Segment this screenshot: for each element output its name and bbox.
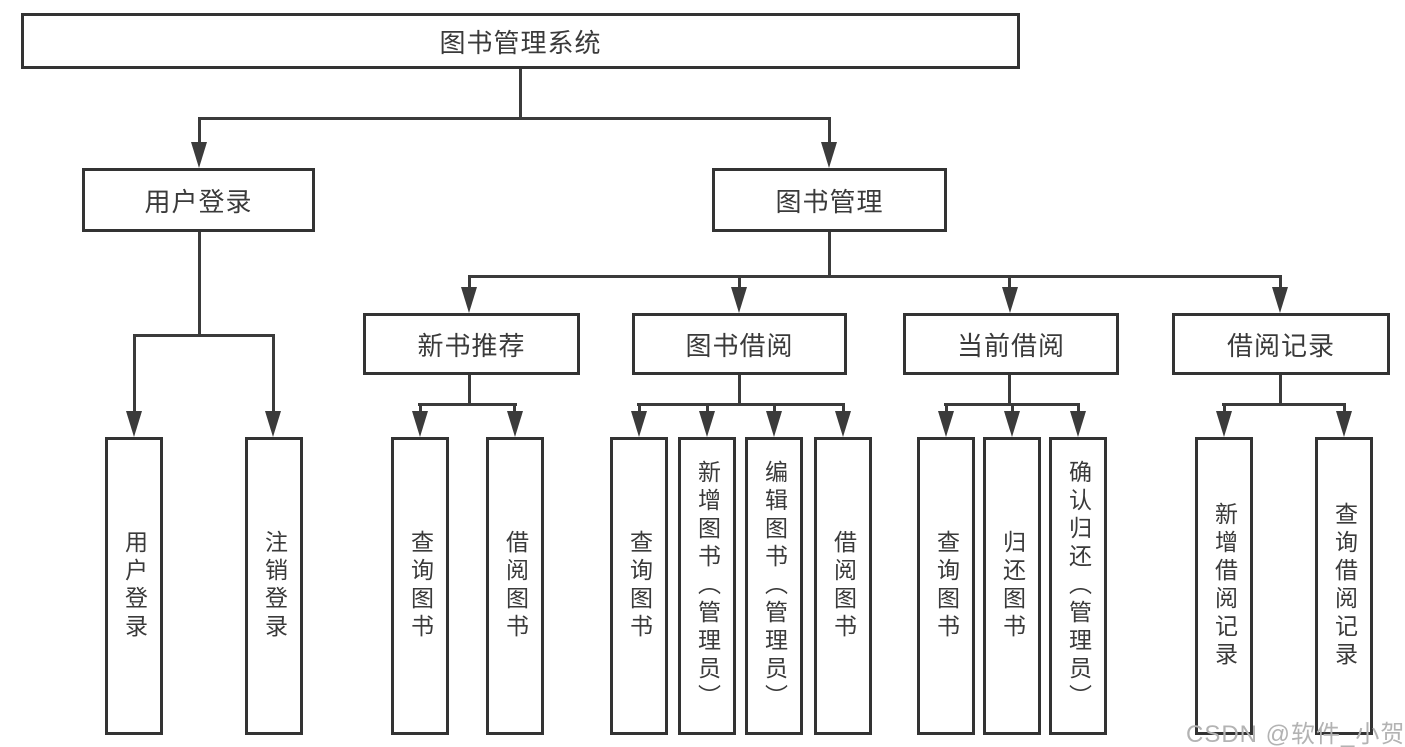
arrow-down-icon [191,142,207,168]
csdn-watermark: CSDN @软件_小贺同学 [1186,721,1405,747]
arrow-down-icon [507,411,523,437]
node-book-borrow: 图书借阅 [632,313,847,375]
leaf-add-book-admin: 新增图书（管理员） [678,437,736,735]
leaf-confirm-return-admin: 确认归还（管理员） [1049,437,1107,735]
connector-drop-leaf [1077,403,1080,417]
connector-level3-branch [468,275,1282,278]
connector-drop-level3 [738,275,741,291]
node-root: 图书管理系统 [21,13,1020,69]
connector-drop-leaf [272,334,275,414]
connector-drop-leaf [706,403,709,417]
connector-new-book-stem [468,375,471,406]
connector-drop-level3 [1279,275,1282,291]
leaf-query-book-2: 查询图书 [610,437,668,735]
node-book-mgmt: 图书管理 [712,168,947,232]
connector-drop-leaf [1011,403,1014,417]
connector-user-login-stem [198,232,201,337]
arrow-down-icon [265,411,281,437]
node-borrow-record: 借阅记录 [1172,313,1390,375]
arrow-down-icon [1070,411,1086,437]
connector-current-borrow-stem [1008,375,1011,406]
connector-root-stem [519,66,522,120]
connector-borrow-record-branch [1222,403,1346,406]
node-current-borrow: 当前借阅 [903,313,1119,375]
connector-drop-leaf [513,403,516,417]
connector-user-login-branch [133,334,275,337]
connector-drop-level3 [1008,275,1011,291]
node-user-login: 用户登录 [82,168,315,232]
arrow-down-icon [821,142,837,168]
arrow-down-icon [835,411,851,437]
arrow-down-icon [1002,287,1018,313]
connector-drop-level3 [468,275,471,291]
connector-drop-leaf [419,403,422,417]
arrow-down-icon [1336,411,1352,437]
connector-new-book-branch [418,403,517,406]
connector-drop-leaf [842,403,845,417]
node-new-book: 新书推荐 [363,313,580,375]
connector-book-mgmt-stem [828,232,831,278]
connector-book-borrow-branch [637,403,845,406]
leaf-add-borrow-record: 新增借阅记录 [1195,437,1253,735]
arrow-down-icon [1004,411,1020,437]
connector-drop-leaf [1343,403,1346,417]
connector-drop-leaf [945,403,948,417]
connector-level2-branch [198,117,831,120]
leaf-user-login: 用户登录 [105,437,163,735]
leaf-logout: 注销登录 [245,437,303,735]
arrow-down-icon [1216,411,1232,437]
arrow-down-icon [461,287,477,313]
connector-drop-leaf [638,403,641,417]
connector-drop-book-mgmt [828,117,831,147]
arrow-down-icon [631,411,647,437]
leaf-edit-book-admin: 编辑图书（管理员） [745,437,803,735]
leaf-borrow-book-1: 借阅图书 [486,437,544,735]
arrow-down-icon [412,411,428,437]
arrow-down-icon [126,411,142,437]
arrow-down-icon [938,411,954,437]
leaf-query-book-3: 查询图书 [917,437,975,735]
connector-drop-leaf [133,334,136,414]
leaf-query-borrow-record: 查询借阅记录 [1315,437,1373,735]
leaf-return-book: 归还图书 [983,437,1041,735]
arrow-down-icon [766,411,782,437]
connector-drop-leaf [773,403,776,417]
arrow-down-icon [699,411,715,437]
connector-borrow-record-stem [1279,375,1282,406]
leaf-query-book-1: 查询图书 [391,437,449,735]
connector-drop-user-login [198,117,201,147]
arrow-down-icon [731,287,747,313]
arrow-down-icon [1272,287,1288,313]
connector-book-borrow-stem [738,375,741,406]
leaf-borrow-book-2: 借阅图书 [814,437,872,735]
connector-drop-leaf [1223,403,1226,417]
